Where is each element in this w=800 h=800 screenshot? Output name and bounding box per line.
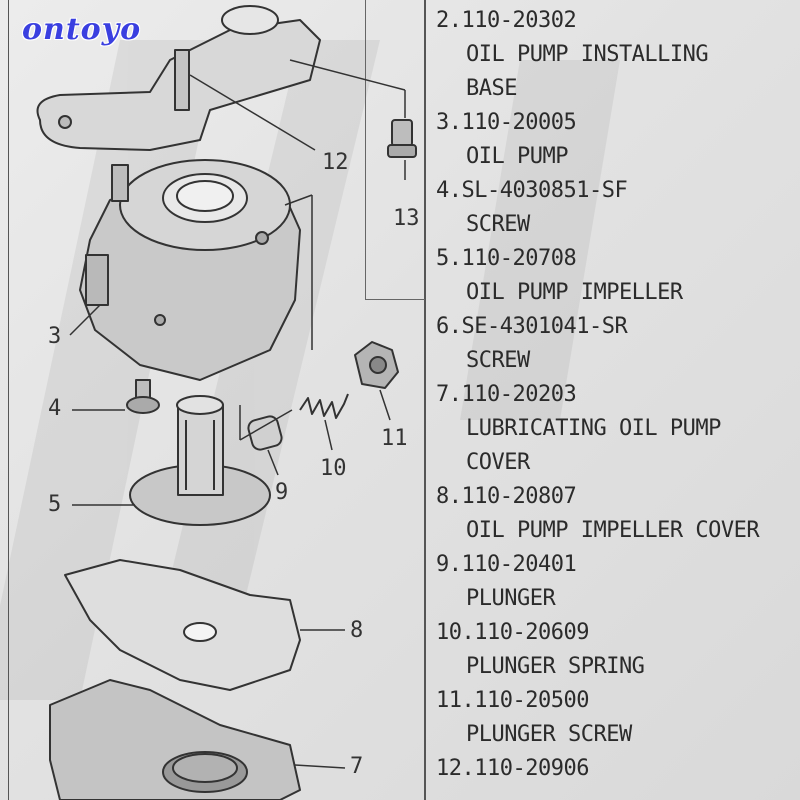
callout-9: 9 [275,480,289,505]
plunger-spring [299,393,349,419]
parts-list: 2.110-20302 OIL PUMP INSTALLING BASE 3.1… [436,4,800,800]
part-code: 110-20203 [461,382,577,407]
part-number: 3. [436,110,462,135]
parts-entry-4: 4.SL-4030851-SF SCREW [436,174,800,242]
part-number: 8. [436,484,462,509]
part-code: 110-20906 [474,756,589,781]
part-name: PLUNGER SCREW [466,722,632,747]
part-number: 11. [436,688,475,713]
part-number: 7. [436,382,462,407]
part-name: SCREW [466,348,530,373]
oil-pump-impeller-cover [64,559,301,691]
part-name: COVER [466,450,530,475]
callout-4: 4 [48,396,62,421]
parts-entry-8: 8.110-20807 OIL PUMP IMPELLER COVER [436,480,800,548]
part-name: PLUNGER SPRING [466,654,645,679]
brand-logo: ontoyo [22,12,142,47]
part-code: 110-20401 [461,552,577,577]
part-name: OIL PUMP INSTALLING [466,42,709,67]
callout-12: 12 [322,150,349,175]
part-number: 4. [436,178,462,203]
parts-entry-2: 2.110-20302 OIL PUMP INSTALLING BASE [436,4,800,106]
leader-lines [69,59,406,769]
part-name: PLUNGER [466,586,556,611]
callout-7: 7 [350,754,364,779]
part-name: BASE [466,76,517,101]
parts-entry-7: 7.110-20203 LUBRICATING OIL PUMP COVER [436,378,800,480]
oil-pump-body [79,159,301,381]
screw-4 [126,379,160,414]
parts-entry-11: 11.110-20500 PLUNGER SCREW [436,684,800,752]
part-code: SL-4030851-SF [461,178,628,203]
parts-entry-9: 9.110-20401 PLUNGER [436,548,800,616]
screw-13 [387,119,417,158]
part-name: OIL PUMP IMPELLER COVER [466,518,760,543]
bracket-line [365,0,366,300]
frame-line-left [8,0,9,800]
exploded-parts-diagram [36,5,417,800]
parts-entry-12: 12.110-20906 [436,752,800,786]
part-code: 110-20708 [461,246,577,271]
part-code: 110-20500 [474,688,589,713]
plunger [247,415,283,451]
parts-entry-3: 3.110-20005 OIL PUMP [436,106,800,174]
part-number: 2. [436,8,462,33]
part-name: LUBRICATING OIL PUMP [466,416,721,441]
callout-11: 11 [381,426,408,451]
part-number: 10. [436,620,475,645]
lubricating-oil-pump-cover [49,679,301,800]
oil-pump-installing-base [36,5,321,151]
part-code: 110-20609 [474,620,589,645]
callout-3: 3 [48,324,62,349]
oil-pump-impeller [129,395,271,526]
part-number: 9. [436,552,462,577]
plunger-screw [354,341,399,389]
part-name: SCREW [466,212,530,237]
part-number: 6. [436,314,462,339]
parts-entry-10: 10.110-20609 PLUNGER SPRING [436,616,800,684]
parts-entry-5: 5.110-20708 OIL PUMP IMPELLER [436,242,800,310]
callout-5: 5 [48,492,62,517]
parts-entry-6: 6.SE-4301041-SR SCREW [436,310,800,378]
part-code: SE-4301041-SR [461,314,628,339]
bracket-line-bottom [365,299,425,300]
part-name: OIL PUMP [466,144,568,169]
part-number: 5. [436,246,462,271]
part-name: OIL PUMP IMPELLER [466,280,683,305]
column-divider [424,0,426,800]
callout-8: 8 [350,618,364,643]
part-code: 110-20302 [461,8,577,33]
part-code: 110-20807 [461,484,577,509]
part-code: 110-20005 [461,110,577,135]
callout-13: 13 [393,206,420,231]
part-number: 12. [436,756,475,781]
callout-10: 10 [320,456,347,481]
